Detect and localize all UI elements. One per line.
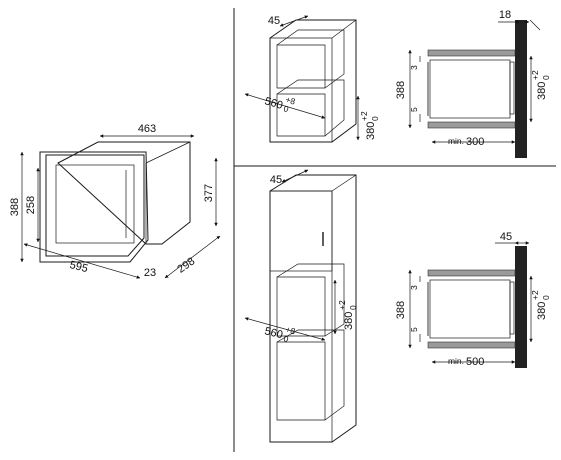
lower-wall: [515, 246, 527, 368]
dim-258: 258: [25, 196, 37, 214]
dim-line-595: [23, 243, 141, 279]
upper-wall: [515, 20, 527, 158]
dim-23: 23: [144, 267, 156, 279]
dim-298: 298: [175, 255, 197, 275]
dim-line-560-upper: [244, 93, 326, 119]
dim-560-upper-sub: 0: [282, 103, 290, 114]
dim-45-lower: 45: [270, 174, 282, 186]
dim-380-section-lower-sup: +2: [530, 290, 540, 300]
dim-380-upper-sub: 0: [370, 116, 380, 121]
dim-5-lower: 5: [409, 327, 419, 332]
dim-380-section-lower: 380: [536, 302, 548, 320]
dim-377: 377: [203, 184, 215, 202]
dim-380-lower-sup: +2: [337, 300, 347, 310]
appliance-body: [57, 141, 191, 245]
upper-section-drawing: 18 388 3 5 380 +2 0 min. 300: [395, 9, 551, 158]
lower-section-drawing: 45 388 3 5 380 +2 0 min. 500: [395, 231, 551, 368]
dim-380-section-lower-sub: 0: [541, 295, 551, 300]
dim-500-prefix: min.: [448, 356, 464, 366]
dim-line-298: [164, 235, 221, 279]
dim-388-lower: 388: [395, 301, 407, 319]
upper-niche-back: [276, 29, 345, 89]
lower-niche-outline: [429, 279, 511, 339]
tall-cabinet-drawing: 45 560 +8 0 380 +2 0: [244, 169, 358, 443]
lower-shelf-top: [427, 269, 516, 277]
tall-niche-back: [276, 263, 345, 337]
appliance-front-inner: [45, 154, 145, 257]
dim-380-lower: 380: [343, 312, 355, 330]
wall-hatch: [529, 19, 541, 31]
lower-niche-front: [276, 93, 326, 137]
dim-380-upper-sup: +2: [359, 111, 369, 121]
dim-380-lower-sub: 0: [348, 305, 358, 310]
dim-line-45-lower: [281, 169, 309, 183]
dim-18: 18: [499, 9, 511, 21]
upper-shelf-bottom: [427, 121, 516, 129]
dim-45-upper: 45: [268, 15, 280, 27]
dim-560-upper: 560: [263, 95, 284, 112]
upper-back-plate: [509, 61, 515, 115]
dim-380-section-upper-sup: +2: [530, 70, 540, 80]
upper-cabinet-top-side: [331, 19, 357, 39]
upper-shelf-top: [427, 49, 516, 57]
dim-380-section-upper: 380: [536, 82, 548, 100]
dim-3-upper: 3: [409, 65, 419, 70]
dim-388-upper: 388: [395, 81, 407, 99]
dim-560-upper-sup: +8: [284, 94, 296, 106]
dim-5-upper: 5: [409, 107, 419, 112]
dim-388: 388: [9, 198, 21, 216]
lower-niche-back: [276, 79, 345, 137]
appliance-drawing: 463 388 258 377 595 23 298: [9, 123, 221, 279]
dim-300: 300: [466, 136, 484, 148]
upper-niche-front: [276, 44, 326, 89]
dim-500: 500: [466, 356, 484, 368]
appliance-top-edge: [145, 141, 191, 164]
dim-595: 595: [68, 259, 89, 275]
dim-45-section: 45: [500, 231, 512, 243]
tall-cabinet-door: [269, 190, 333, 272]
dim-463: 463: [138, 123, 156, 135]
dim-560-lower: 560: [263, 325, 284, 341]
dim-560-lower-sup: +8: [285, 324, 297, 336]
dim-560-lower-sub: 0: [283, 333, 290, 344]
dim-3-lower: 3: [409, 285, 419, 290]
appliance-window: [55, 164, 135, 244]
lower-shelf-bottom: [427, 341, 516, 349]
dim-380-section-upper-sub: 0: [541, 75, 551, 80]
panel-dividers: [233, 8, 556, 452]
dim-300-prefix: min.: [448, 136, 464, 146]
tall-cabinet-top-side: [331, 174, 357, 192]
tall-niche-front: [276, 276, 326, 337]
tall-lower-compartment: [276, 341, 326, 421]
dim-line-560-lower: [244, 317, 326, 341]
upper-cabinet-drawing: 45 560 +8 0 380 +2 0: [244, 15, 380, 143]
upper-niche-outline: [429, 59, 511, 119]
dim-380-upper: 380: [365, 122, 377, 140]
lower-back-plate: [509, 281, 515, 335]
dim-line-45-upper: [279, 15, 309, 27]
